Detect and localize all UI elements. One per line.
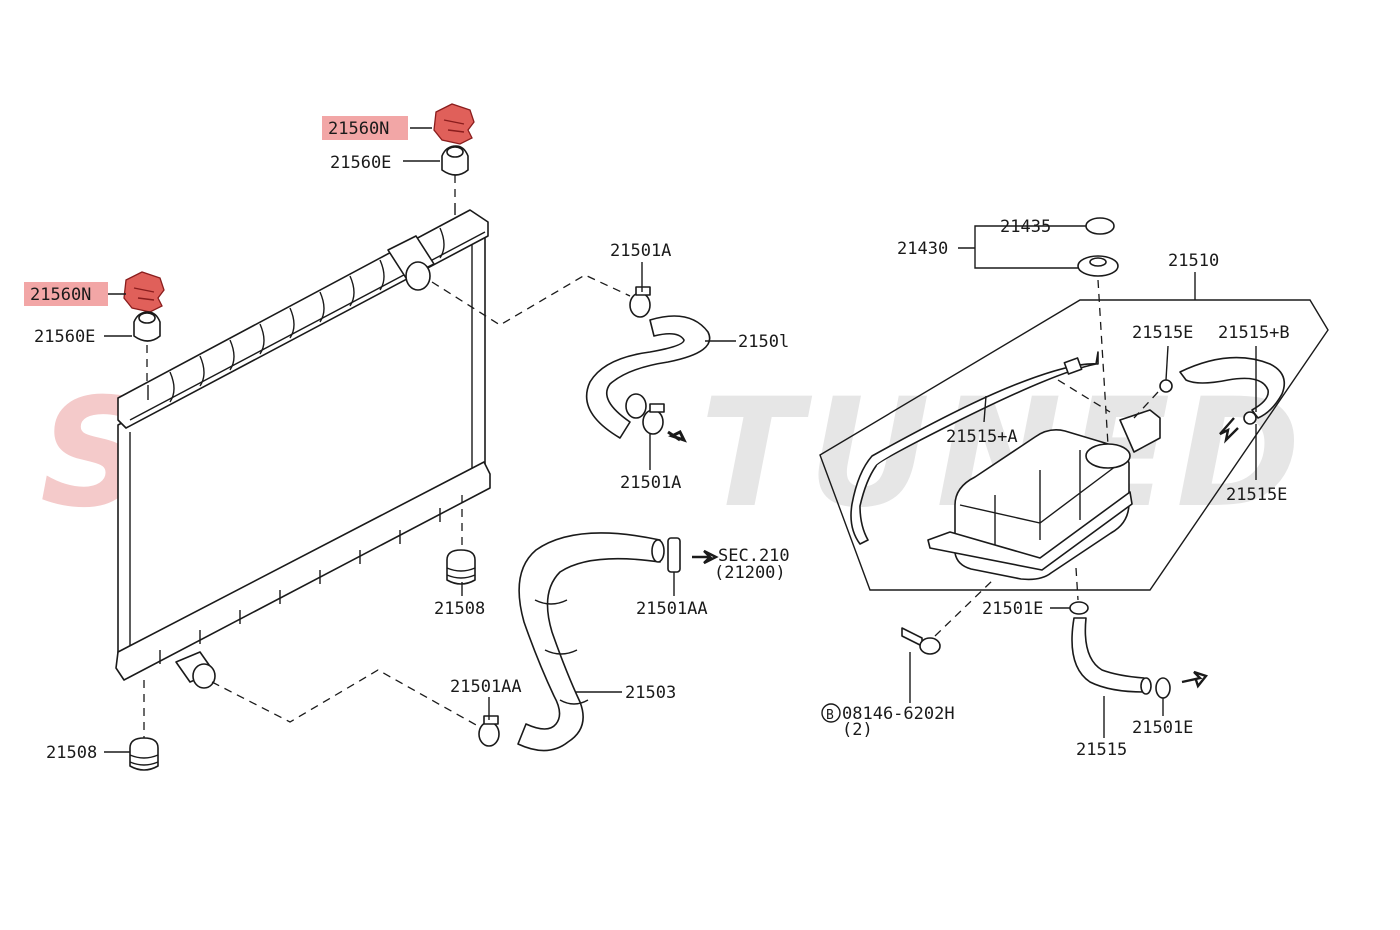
label-bolt-qty: (2) — [842, 720, 873, 740]
label-21510[interactable]: 21510 — [1168, 251, 1219, 271]
label-21503[interactable]: 21503 — [625, 683, 676, 703]
clamp-21501e-mid — [1069, 601, 1089, 615]
label-21560n-left[interactable]: 21560N — [30, 285, 91, 305]
label-2150l[interactable]: 2150l — [738, 332, 789, 352]
label-sec-ref-1[interactable]: SEC.210 — [718, 546, 790, 566]
mount-21560e-top — [441, 145, 469, 176]
label-21515a[interactable]: 21515+A — [946, 427, 1018, 447]
arrow-icon — [667, 429, 687, 443]
label-21560e-left[interactable]: 21560E — [34, 327, 95, 347]
mount-21508-mid — [446, 549, 476, 585]
radiator-bottom-tank — [115, 461, 491, 681]
reservoir-cap — [1077, 255, 1119, 277]
label-21501e-mid[interactable]: 21501E — [982, 599, 1043, 619]
reservoir-neck — [1085, 443, 1131, 469]
reservoir-tank — [927, 409, 1161, 581]
o-ring-21435 — [1085, 217, 1115, 235]
radiator-core — [117, 231, 486, 663]
clamp-21501aa-right — [667, 537, 681, 573]
lower-hose — [517, 532, 665, 752]
reservoir-bracket — [1119, 409, 1161, 453]
label-21515[interactable]: 21515 — [1076, 740, 1127, 760]
reservoir-box-outline — [819, 299, 1329, 591]
label-21435[interactable]: 21435 — [1000, 217, 1051, 237]
mount-21560n-top — [433, 103, 475, 145]
mount-21508-bottom — [129, 737, 159, 771]
label-21560e-top[interactable]: 21560E — [330, 153, 391, 173]
arrow-icon — [1181, 670, 1209, 689]
label-21430[interactable]: 21430 — [897, 239, 948, 259]
highlight-21560n-top — [322, 116, 408, 140]
clamp-21501e-low — [1155, 677, 1171, 699]
mount-21560n-left — [123, 271, 165, 313]
part-labels: 21560N 21560E 21560N 21560E 21501A 2150l… — [24, 116, 1290, 763]
label-bolt-circle: B — [826, 708, 834, 723]
mount-21560e-left — [133, 311, 161, 342]
bolt — [901, 627, 941, 655]
hose-21515 — [1071, 617, 1152, 695]
label-21501e-low[interactable]: 21501E — [1132, 718, 1193, 738]
radiator-upper-inlet — [387, 235, 435, 291]
clamp-21501a-top — [629, 286, 651, 318]
hose-21515a — [850, 351, 1099, 545]
arrow-icon — [692, 549, 719, 565]
clip-21515e-top — [1159, 379, 1173, 393]
label-21501aa-right[interactable]: 21501AA — [636, 599, 708, 619]
radiator-top-tank — [117, 209, 489, 429]
clamp-21501aa-low — [478, 715, 500, 747]
radiator-lower-outlet — [175, 651, 216, 689]
label-21501a-top[interactable]: 21501A — [610, 241, 671, 261]
bolt-circle-icon — [821, 703, 841, 723]
label-sec-ref-2[interactable]: (21200) — [714, 563, 786, 583]
label-21508-bottom[interactable]: 21508 — [46, 743, 97, 763]
radiator — [115, 203, 491, 689]
label-bolt-number[interactable]: 08146-6202H — [842, 704, 955, 724]
highlight-21560n-left — [24, 282, 108, 306]
hose-21515b — [1179, 356, 1286, 419]
label-21515b[interactable]: 21515+B — [1218, 323, 1290, 343]
label-21501a-bottom[interactable]: 21501A — [620, 473, 681, 493]
leader-lines — [104, 127, 1257, 753]
label-21508-mid[interactable]: 21508 — [434, 599, 485, 619]
label-21560n-top[interactable]: 21560N — [328, 119, 389, 139]
label-21501aa-low[interactable]: 21501AA — [450, 677, 522, 697]
arrow-icon — [1219, 417, 1239, 444]
clip-21515e-right — [1243, 411, 1257, 425]
label-21515e-right[interactable]: 21515E — [1226, 485, 1287, 505]
clamp-21501a-bottom — [642, 403, 665, 435]
label-21515e-top[interactable]: 21515E — [1132, 323, 1193, 343]
